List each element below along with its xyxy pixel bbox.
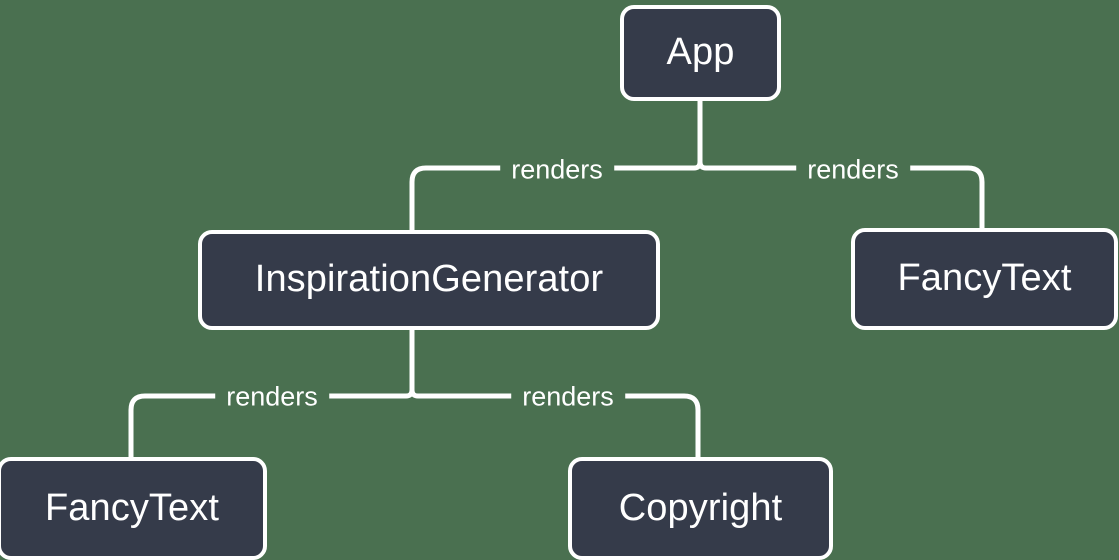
node-inspirationgenerator[interactable]: InspirationGenerator xyxy=(198,230,660,330)
edge-label-inspirationgenerator-to-fancytext-bottom: renders xyxy=(215,383,329,411)
edge-label-inspirationgenerator-to-copyright: renders xyxy=(511,383,625,411)
node-app-label: App xyxy=(666,31,735,73)
node-inspirationgenerator-label: InspirationGenerator xyxy=(254,258,604,300)
edge-label-app-to-inspirationgenerator: renders xyxy=(500,156,614,184)
edge-inspirationgenerator-stem xyxy=(409,330,419,399)
node-fancytext-bottom-label: FancyText xyxy=(44,486,220,529)
node-app[interactable]: App xyxy=(620,5,781,101)
node-fancytext-right[interactable]: FancyText xyxy=(851,228,1118,330)
edge-app-stem xyxy=(697,100,707,171)
edge-inspirationgenerator-stem-left xyxy=(405,330,415,399)
node-copyright-label: Copyright xyxy=(618,486,783,529)
node-fancytext-bottom[interactable]: FancyText xyxy=(0,457,267,560)
node-fancytext-right-label: FancyText xyxy=(897,257,1072,299)
edge-app-stem-left xyxy=(693,100,703,171)
node-copyright[interactable]: Copyright xyxy=(568,457,833,560)
edge-label-app-to-fancytext-right: renders xyxy=(796,156,910,184)
